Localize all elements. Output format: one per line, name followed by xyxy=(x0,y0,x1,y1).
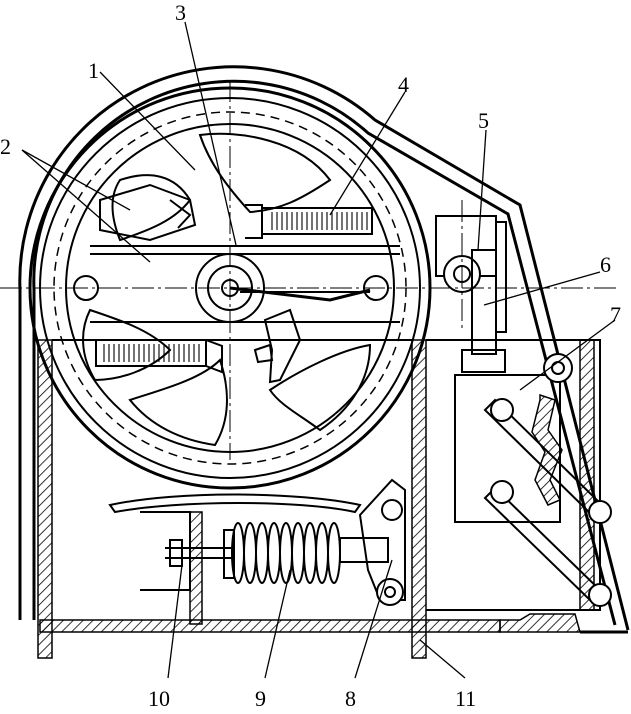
label-2: 2 xyxy=(0,134,11,159)
label-9: 9 xyxy=(255,686,266,711)
label-5: 5 xyxy=(478,108,489,133)
label-10: 10 xyxy=(148,686,170,711)
label-8: 8 xyxy=(345,686,356,711)
upper-thread xyxy=(271,212,368,230)
spring-assembly xyxy=(108,478,406,606)
label-1: 1 xyxy=(88,58,99,83)
label-7: 7 xyxy=(610,302,621,327)
label-3: 3 xyxy=(175,0,186,25)
label-6: 6 xyxy=(600,252,611,277)
compression-spring xyxy=(231,522,341,584)
label-4: 4 xyxy=(398,72,409,97)
brake-mechanism xyxy=(90,183,400,384)
right-assembly xyxy=(435,215,612,607)
label-11: 11 xyxy=(455,686,476,711)
lower-thread xyxy=(103,344,200,362)
housing-frame xyxy=(18,65,630,659)
center-lines xyxy=(0,80,620,460)
leader-lines xyxy=(21,21,616,679)
